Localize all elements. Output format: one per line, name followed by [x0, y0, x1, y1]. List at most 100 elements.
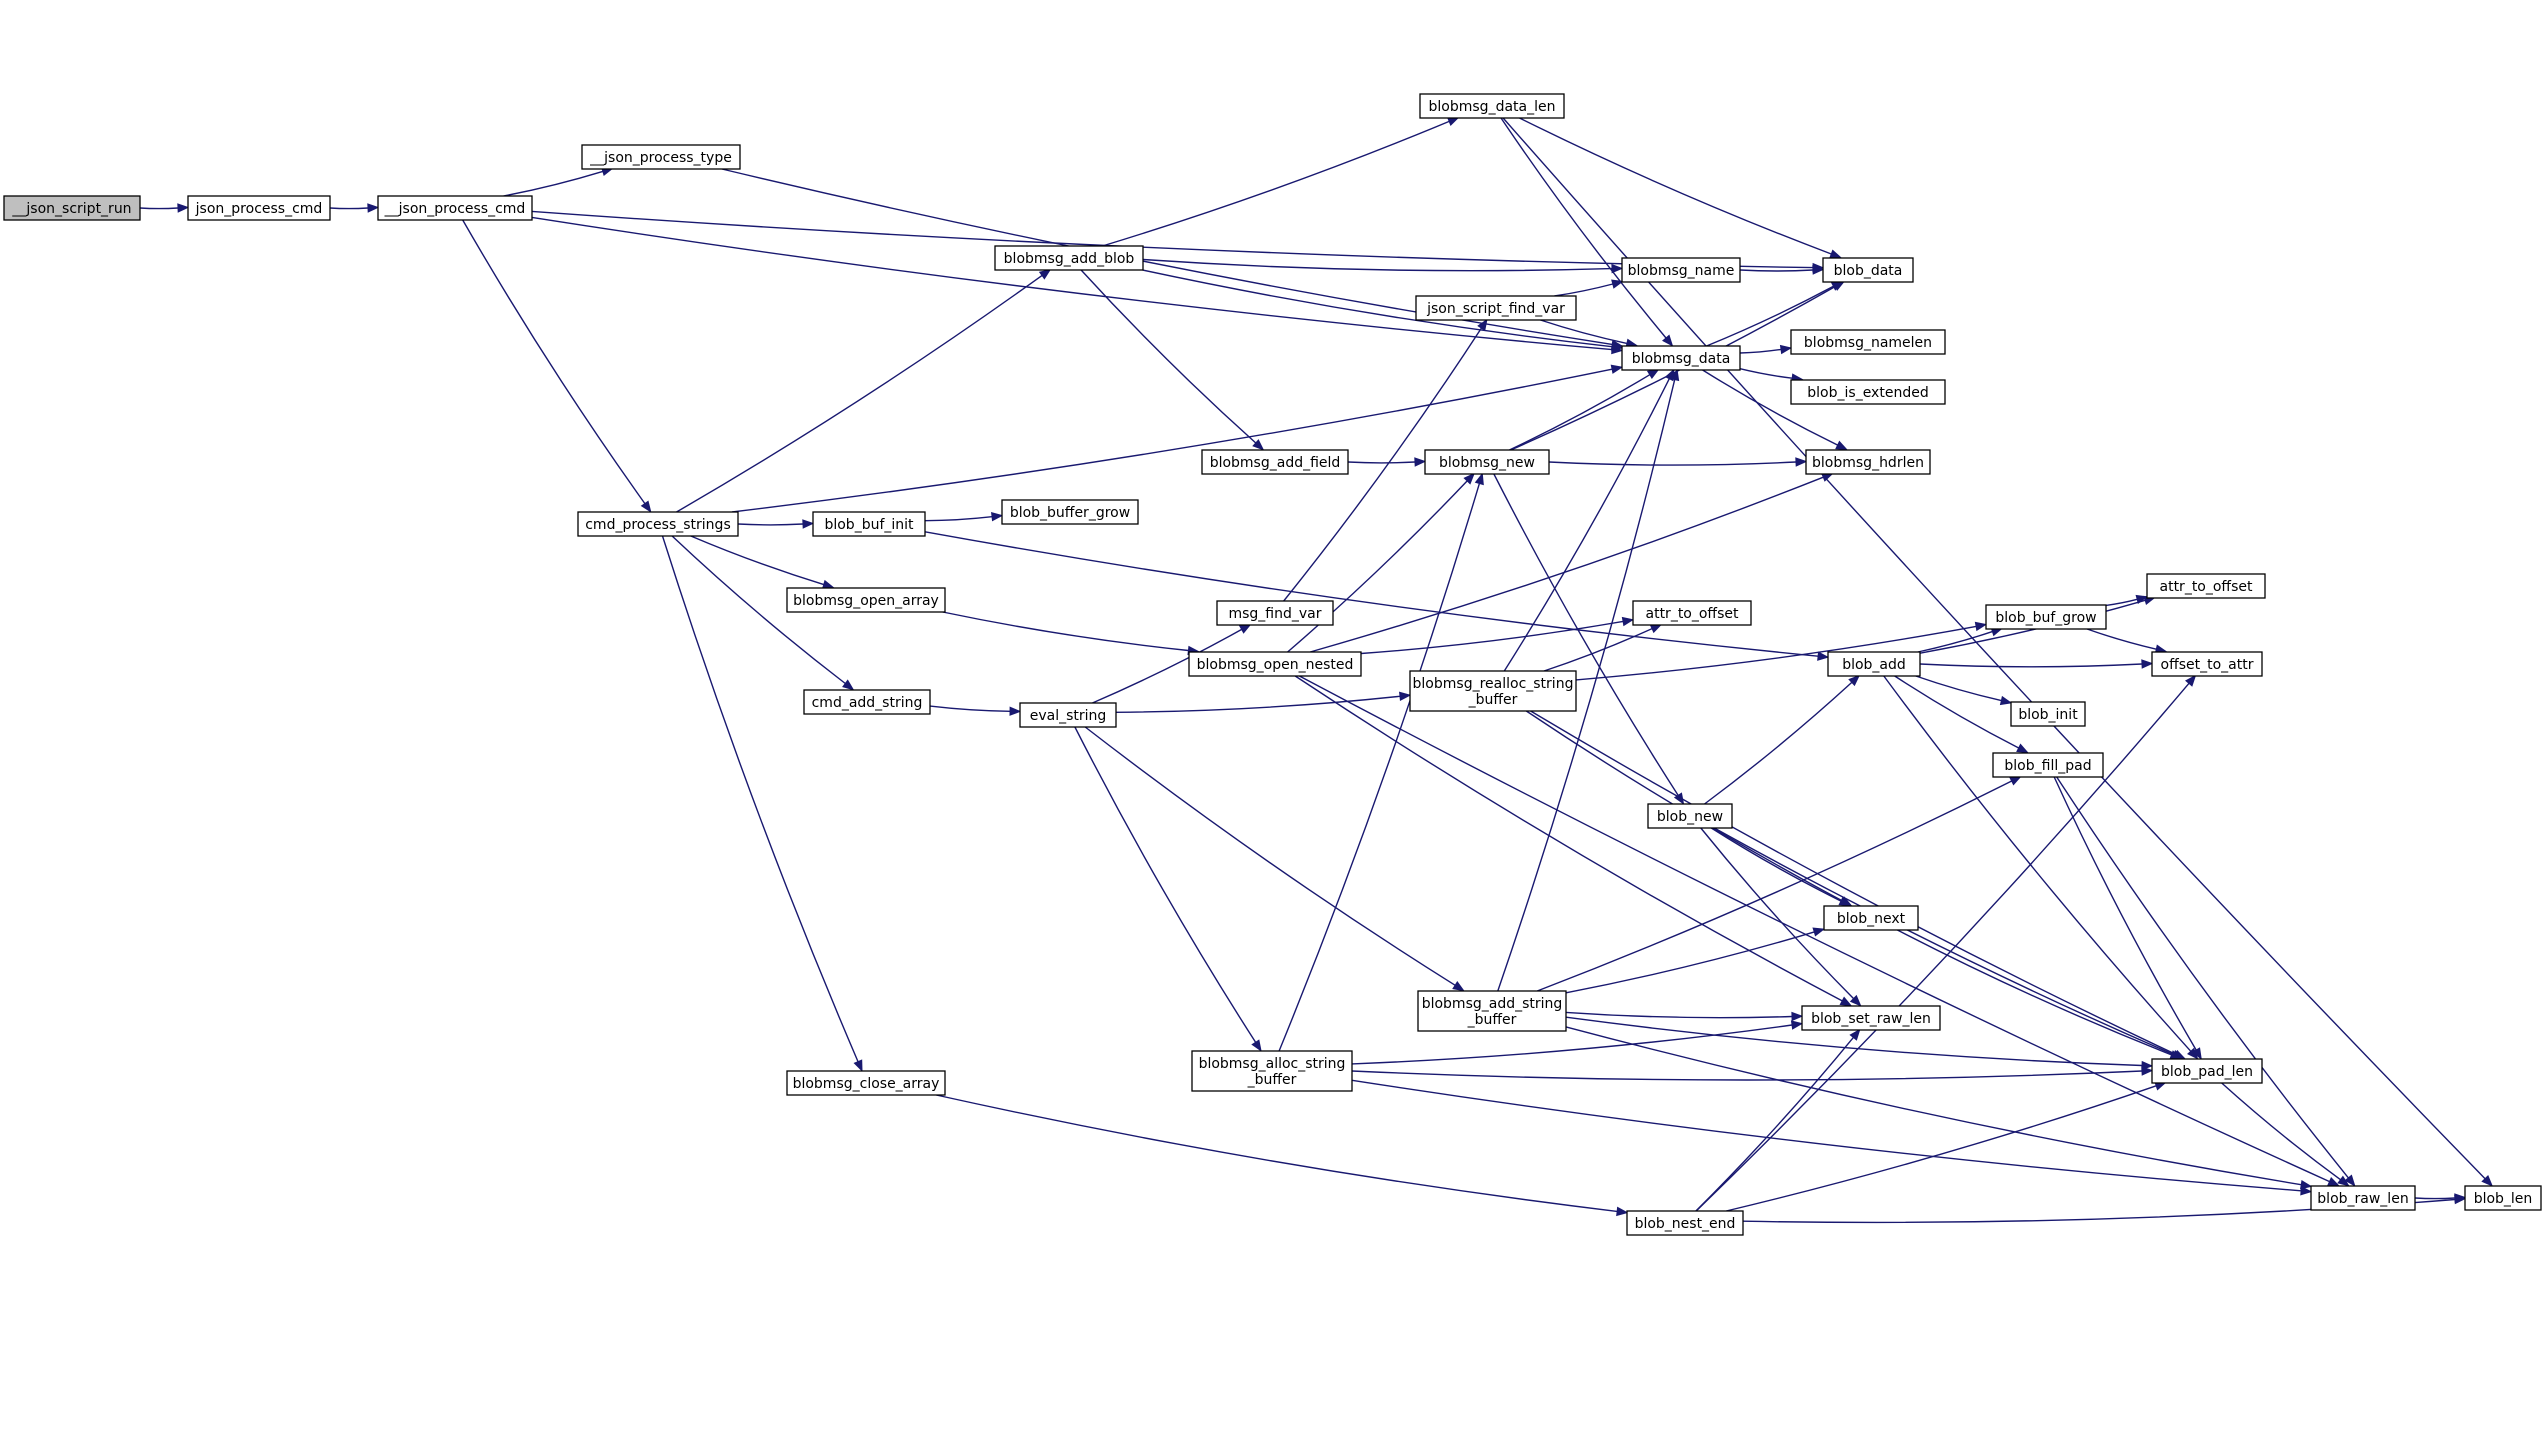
node-box [1827, 651, 1921, 677]
edge-blob-nest-end-to-blob-set-raw-len [1695, 1028, 1861, 1212]
node-blob-fill-pad[interactable]: blob_fill_pad [1992, 752, 2104, 778]
edge-blobmsg-open-array-to-blobmsg-open-nested [942, 611, 1200, 656]
node-box [1790, 329, 1946, 355]
node-blob-add[interactable]: blob_add [1827, 651, 1921, 677]
node-json-script-run[interactable]: __json_script_run [3, 195, 141, 221]
edge-line [1695, 1036, 1854, 1212]
node-json-process-type[interactable]: __json_process_type [581, 144, 741, 170]
edge-arrowhead [1474, 472, 1484, 486]
edge-arrowhead [853, 1059, 863, 1073]
node-label: msg_find_var [1228, 606, 1321, 622]
node-blobmsg-alloc-string-buffer[interactable]: blobmsg_alloc_string_buffer [1191, 1050, 1353, 1092]
node-box [1415, 295, 1577, 321]
node-blob-buffer-grow[interactable]: blob_buffer_grow [1001, 499, 1139, 525]
node-cmd-process-strings[interactable]: cmd_process_strings [577, 511, 739, 537]
node-box [1632, 600, 1752, 626]
node-blobmsg-add-string-buffer[interactable]: blobmsg_add_string_buffer [1417, 990, 1567, 1032]
node-blob-new[interactable]: blob_new [1647, 803, 1733, 829]
edge-blobmsg-data-len-to-blobmsg-data [1500, 117, 1674, 347]
edge-blobmsg-alloc-string-buffer-to-blob-set-raw-len [1351, 1020, 1804, 1065]
node-offset-to-attr[interactable]: offset_to_attr [2151, 651, 2263, 677]
node-json-process-cmd[interactable]: __json_process_cmd [377, 195, 533, 221]
edge-arrowhead [1399, 691, 1412, 701]
edge-arrowhead [802, 519, 815, 529]
node-attr-to-offset-2[interactable]: attr_to_offset [2146, 573, 2266, 599]
node-json-script-find-var[interactable]: json_script_find_var [1415, 295, 1577, 321]
node-blobmsg-name[interactable]: blobmsg_name [1621, 257, 1741, 283]
node-blobmsg-data[interactable]: blobmsg_data [1621, 345, 1741, 371]
edge-blobmsg-new-to-blobmsg-data [1509, 368, 1660, 451]
edge-blob-new-to-blob-add [1704, 674, 1861, 805]
edge-line [1540, 319, 1628, 345]
edge-line [737, 523, 804, 526]
edge-arrowhead [1646, 368, 1660, 379]
node-json-process-cmd[interactable]: json_process_cmd [187, 195, 331, 221]
node-blob-init[interactable]: blob_init [2010, 701, 2086, 727]
edge-line [2221, 1082, 2341, 1181]
node-attr-to-offset-1[interactable]: attr_to_offset [1632, 600, 1752, 626]
node-blob-set-raw-len[interactable]: blob_set_raw_len [1801, 1005, 1941, 1031]
node-box [1188, 651, 1362, 677]
node-label: cmd_process_strings [585, 517, 731, 533]
node-cmd-add-string[interactable]: cmd_add_string [803, 689, 931, 715]
node-blob-buf-init[interactable]: blob_buf_init [812, 511, 926, 537]
edge-line [2056, 776, 2349, 1179]
node-blobmsg-open-nested[interactable]: blobmsg_open_nested [1188, 651, 1362, 677]
edge-line [2053, 776, 2197, 1051]
edge-line [661, 535, 859, 1062]
edge-arrowhead [2327, 1177, 2340, 1187]
edge-eval-string-to-blobmsg-alloc-string-buffer [1074, 726, 1262, 1052]
edge-arrowhead [1038, 268, 1052, 280]
edge-blobmsg-add-string-buffer-to-blob-set-raw-len [1565, 1011, 1804, 1022]
edge-line [924, 516, 993, 522]
node-blobmsg-open-array[interactable]: blobmsg_open_array [786, 587, 946, 613]
edge-json-process-cmd-to-json-process-cmd [329, 203, 380, 213]
node-blobmsg-new[interactable]: blobmsg_new [1424, 449, 1550, 475]
node-label: eval_string [1030, 708, 1107, 724]
node-blob-nest-end[interactable]: blob_nest_end [1626, 1210, 1744, 1236]
node-blobmsg-namelen[interactable]: blobmsg_namelen [1790, 329, 1946, 355]
node-blobmsg-hdrlen[interactable]: blobmsg_hdrlen [1805, 449, 1931, 475]
node-label: blob_len [2474, 1191, 2533, 1207]
edge-line [1917, 630, 1993, 653]
edge-line [1351, 1079, 2302, 1192]
edge-arrowhead [1414, 457, 1427, 467]
edge-blobmsg-open-nested-to-attr-to-offset-1 [1360, 616, 1635, 655]
node-msg-find-var[interactable]: msg_find_var [1216, 600, 1334, 626]
edge-line [1565, 1016, 2143, 1067]
node-blob-len[interactable]: blob_len [2464, 1185, 2542, 1211]
edge-arrowhead [1463, 472, 1476, 485]
edge-json-process-cmd-to-json-process-type [503, 167, 614, 197]
edge-blobmsg-alloc-string-buffer-to-blob-pad-len [1351, 1066, 2154, 1081]
node-blobmsg-add-field[interactable]: blobmsg_add_field [1201, 449, 1349, 475]
node-blob-raw-len[interactable]: blob_raw_len [2310, 1185, 2416, 1211]
node-blob-is-extended[interactable]: blob_is_extended [1790, 379, 1946, 405]
edge-arrowhead [1611, 342, 1624, 352]
node-blobmsg-add-blob[interactable]: blobmsg_add_blob [994, 245, 1144, 271]
node-box [1191, 1050, 1353, 1092]
edge-blobmsg-add-blob-to-blobmsg-add-field [1080, 269, 1265, 451]
node-label: attr_to_offset [2160, 579, 2253, 595]
edge-arrowhead [2191, 1047, 2202, 1060]
node-blob-next[interactable]: blob_next [1823, 905, 1919, 931]
node-blobmsg-realloc-string-buffer[interactable]: blobmsg_realloc_string_buffer [1409, 670, 1577, 712]
edge-line [1360, 620, 1624, 655]
edge-blobmsg-data-len-to-blob-data [1519, 117, 1842, 259]
edge-blob-add-to-blob-pad-len [1883, 675, 2199, 1060]
node-blob-buf-grow[interactable]: blob_buf_grow [1985, 604, 2107, 630]
edge-blob-add-to-blob-fill-pad [1894, 675, 2029, 754]
edge-line [1351, 1070, 2143, 1081]
edge-line [671, 535, 846, 685]
edge-arrowhead [1009, 706, 1022, 716]
node-box [377, 195, 533, 221]
edge-blob-buf-grow-to-attr-to-offset-2 [2105, 594, 2149, 607]
edge-line [1115, 695, 1401, 713]
node-blobmsg-data-len[interactable]: blobmsg_data_len [1419, 93, 1565, 119]
node-eval-string[interactable]: eval_string [1019, 702, 1117, 728]
node-blob-pad-len[interactable]: blob_pad_len [2151, 1058, 2263, 1084]
node-blobmsg-close-array[interactable]: blobmsg_close_array [786, 1070, 946, 1096]
edge-arrowhead [2454, 1193, 2467, 1203]
edge-json-script-run-to-json-process-cmd [139, 203, 190, 213]
edge-line [1294, 675, 1843, 1002]
node-blob-data[interactable]: blob_data [1822, 257, 1914, 283]
